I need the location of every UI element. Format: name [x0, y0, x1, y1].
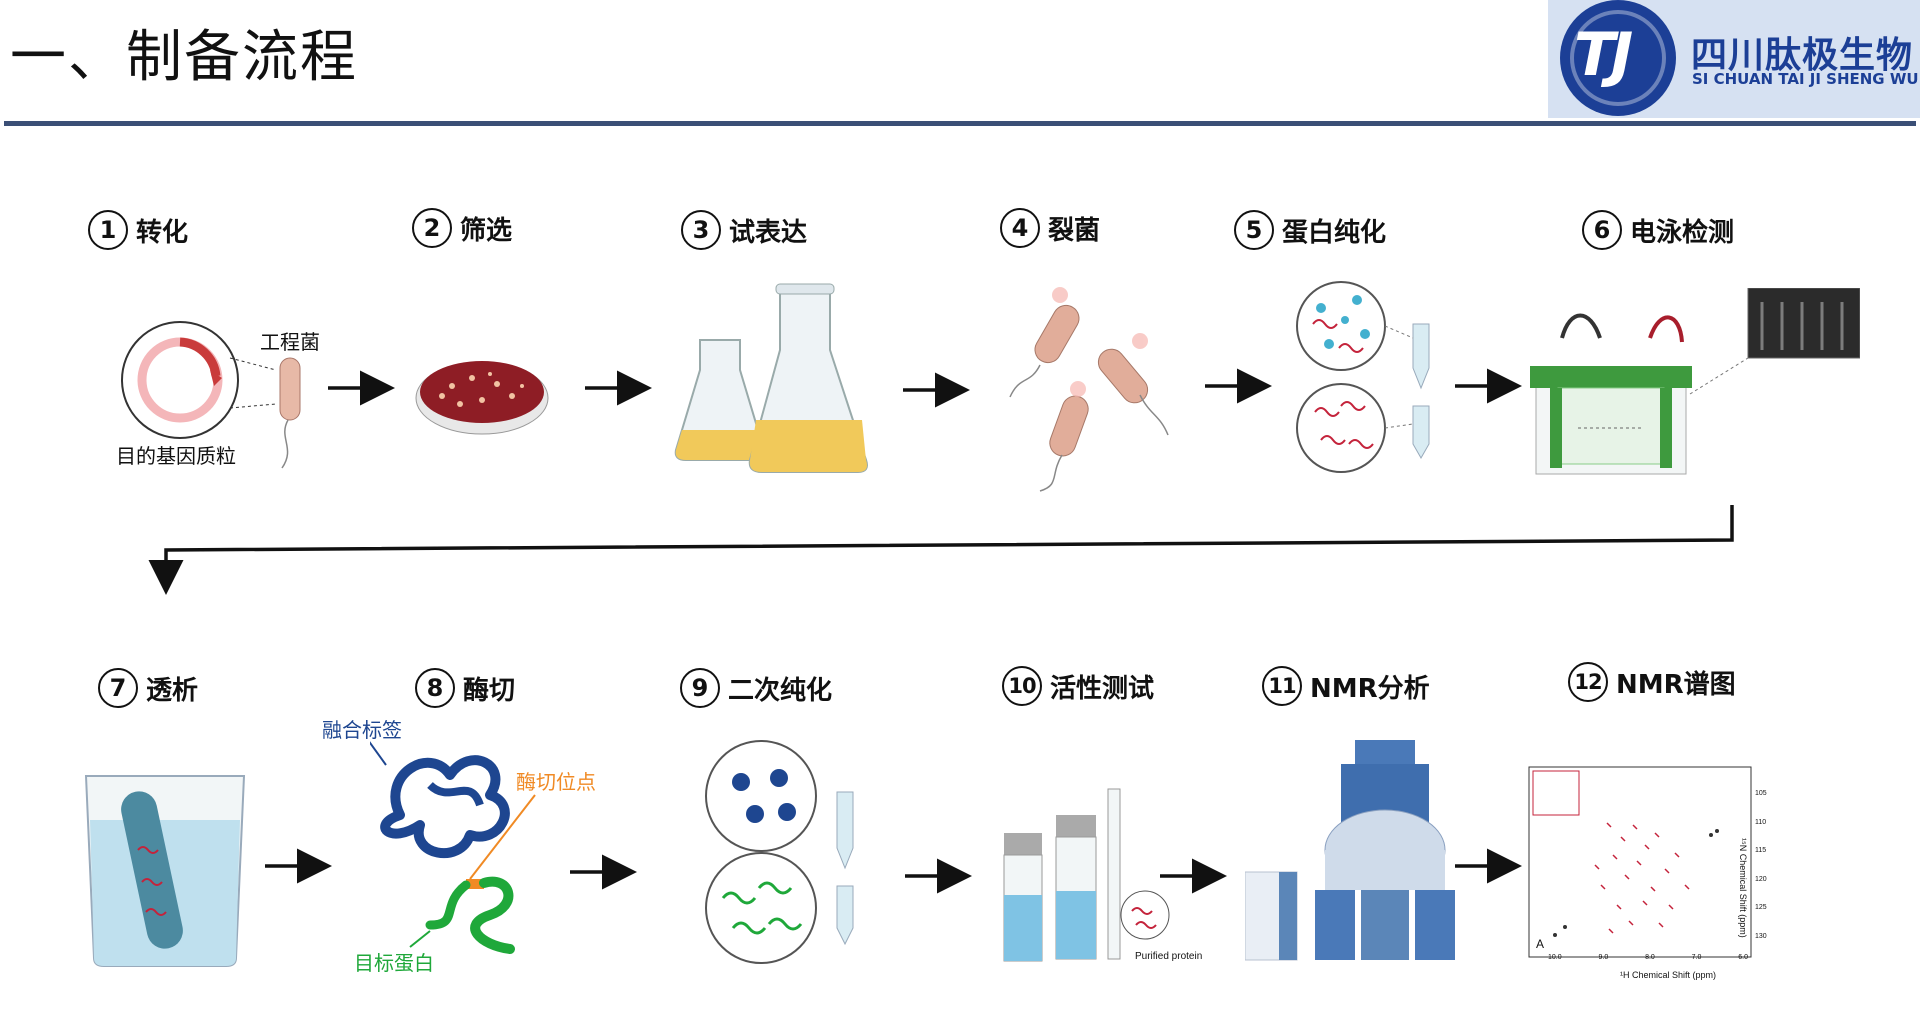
x-tick: 9.0 [1598, 954, 1609, 961]
step-8: 8 酶切 [415, 668, 515, 708]
step-number: 9 [680, 668, 720, 708]
target-plasmid-label: 目的基因质粒 [116, 444, 236, 468]
step-number: 7 [98, 668, 138, 708]
y-tick: 130 [1755, 932, 1767, 940]
step-2: 2 筛选 [412, 208, 512, 248]
step-label: 筛选 [460, 215, 513, 246]
logo-name-en: SI CHUAN TAI JI SHENG WU [1692, 70, 1919, 88]
step-12: 12 NMR谱图 [1568, 662, 1736, 702]
enzyme-cleavage-illustration [370, 741, 536, 954]
page-title: 一、制备流程 [10, 25, 358, 90]
x-tick: 8.0 [1645, 954, 1655, 961]
step-number: 3 [681, 210, 721, 250]
step-4: 4 裂菌 [1000, 208, 1100, 248]
step-number: 10 [1002, 666, 1042, 706]
step-6: 6 电泳检测 [1582, 210, 1734, 250]
protein-purification-illustration [1296, 281, 1430, 473]
purified-protein-label: Purified protein [1135, 951, 1203, 962]
step-number: 5 [1234, 210, 1274, 250]
step-number: 12 [1568, 662, 1608, 702]
y-tick: 120 [1755, 875, 1767, 883]
step-label: NMR谱图 [1616, 669, 1736, 700]
step-10: 10 活性测试 [1002, 666, 1154, 706]
step-label: 酶切 [463, 675, 516, 706]
step-number: 8 [415, 668, 455, 708]
step-number: 6 [1582, 210, 1622, 250]
x-tick: 6.0 [1738, 954, 1748, 961]
step-3: 3 试表达 [681, 210, 807, 250]
logo-name-cn: 四川肽极生物 [1691, 35, 1914, 76]
activity-test-illustration [1003, 788, 1170, 962]
step-label: 裂菌 [1048, 215, 1101, 246]
cleavage-site-label: 酶切位点 [516, 770, 596, 794]
y-tick: 110 [1755, 818, 1767, 826]
spectrum-y-axis-label: ¹⁵N Chemical Shift (ppm) [1738, 838, 1748, 938]
step-5: 5 蛋白纯化 [1234, 210, 1386, 250]
step-label: 透析 [146, 675, 199, 706]
spectrum-x-axis-label: ¹H Chemical Shift (ppm) [1620, 970, 1717, 980]
petri-dish-illustration [415, 361, 549, 435]
spectrum-x-ticks: 10.0 9.0 8.0 7.0 6.0 [1548, 954, 1748, 961]
company-logo: TJ 四川肽极生物 SI CHUAN TAI JI SHENG WU [1548, 0, 1920, 118]
y-tick: 125 [1755, 904, 1767, 912]
y-tick: 115 [1755, 847, 1767, 855]
step-label: 蛋白纯化 [1282, 217, 1387, 248]
engineered-bacteria-label: 工程菌 [260, 330, 320, 354]
target-protein-label: 目标蛋白 [354, 951, 434, 975]
step-label: 电泳检测 [1630, 217, 1735, 248]
x-tick: 7.0 [1691, 954, 1702, 961]
step-label: 转化 [136, 217, 189, 248]
logo-letters: TJ [1574, 20, 1633, 90]
nmr-spectrometer-illustration [1245, 740, 1455, 961]
row-connector-arrow [148, 505, 1734, 595]
y-tick: 105 [1755, 790, 1767, 797]
flasks-illustration [674, 283, 868, 473]
step-number: 11 [1262, 666, 1302, 706]
step-number: 2 [412, 208, 452, 248]
spectrum-panel-letter: A [1536, 937, 1545, 951]
step-label: 活性测试 [1050, 673, 1155, 704]
x-tick: 10.0 [1548, 954, 1562, 961]
step-number: 1 [88, 210, 128, 250]
electrophoresis-illustration [1530, 288, 1860, 475]
spectrum-y-ticks: 105 110 115 120 125 130 [1755, 790, 1767, 940]
logo-badge-icon [1560, 0, 1676, 116]
dialysis-beaker-illustration [84, 775, 246, 967]
step-label: 二次纯化 [728, 675, 833, 706]
secondary-purification-illustration [705, 740, 854, 964]
step-1: 1 转化 [88, 210, 188, 250]
header-divider [4, 121, 1916, 126]
fusion-tag-label: 融合标签 [322, 718, 402, 742]
step-number: 4 [1000, 208, 1040, 248]
nmr-spectrum-chart [1528, 766, 1752, 958]
lysed-bacteria-illustration [1009, 287, 1169, 492]
step-label: 试表达 [729, 217, 808, 248]
step-7: 7 透析 [98, 668, 198, 708]
step-9: 9 二次纯化 [680, 668, 832, 708]
step-11: 11 NMR分析 [1262, 666, 1430, 706]
step-label: NMR分析 [1310, 673, 1430, 704]
plasmid-bacteria-illustration [121, 321, 301, 469]
